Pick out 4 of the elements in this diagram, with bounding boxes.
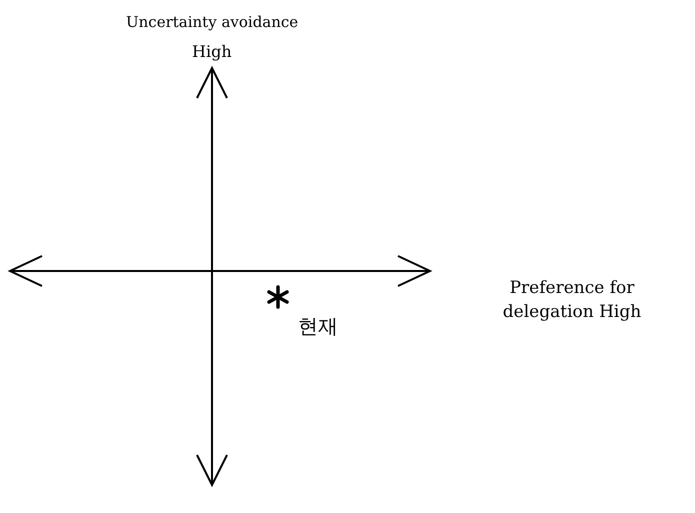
axis-end-label: Preference for delegation High [502, 277, 642, 324]
axis-end-label: High [192, 42, 232, 62]
axis-title: Uncertainty avoidance [126, 12, 298, 32]
point-label: 현재 [298, 316, 338, 336]
